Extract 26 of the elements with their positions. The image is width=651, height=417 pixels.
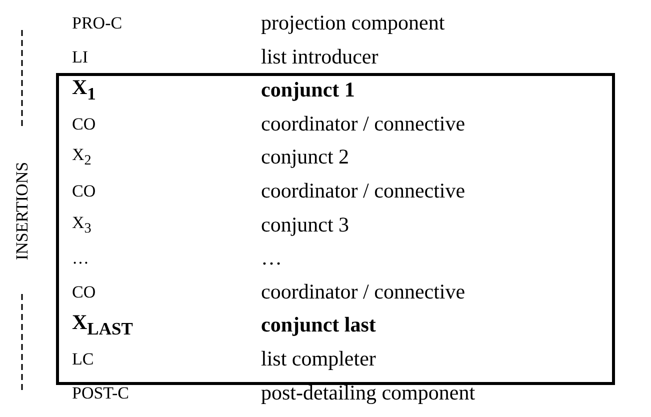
description-label: conjunct 1 [261,80,355,101]
description-label: coordinator / connective [261,281,466,302]
description-label: conjunct last [261,314,376,336]
abbreviation-label: X$_{1}$ [72,77,96,104]
abbreviation-label: X$_{LAST}$ [72,312,133,338]
vertical-label: INSERTIONS [14,162,30,260]
description-label: conjunct 3 [261,214,350,236]
description-label: post-detailing component [261,382,476,404]
abbreviation-label: CO [72,182,96,200]
description-label: projection component [261,12,445,34]
abbreviation-label: POST-C [72,384,130,402]
description-label: coordinator / connective [261,180,466,202]
description-label: coordinator / connective [261,113,466,134]
abbreviation-label: LC [72,350,94,368]
abbreviation-label: CO [72,115,96,132]
abbreviation-label: CO [72,283,96,300]
description-label: … [261,248,282,269]
abbreviation-label: … [72,250,89,267]
list-frame [56,73,615,385]
description-label: list introducer [261,46,378,68]
abbreviation-label: PRO-C [72,14,122,32]
abbreviation-label: LI [72,48,88,66]
abbreviation-label: X$_{3}$ [72,214,92,236]
description-label: conjunct 2 [261,146,350,168]
description-label: list completer [261,348,376,370]
abbreviation-label: X$_{2}$ [72,146,92,168]
